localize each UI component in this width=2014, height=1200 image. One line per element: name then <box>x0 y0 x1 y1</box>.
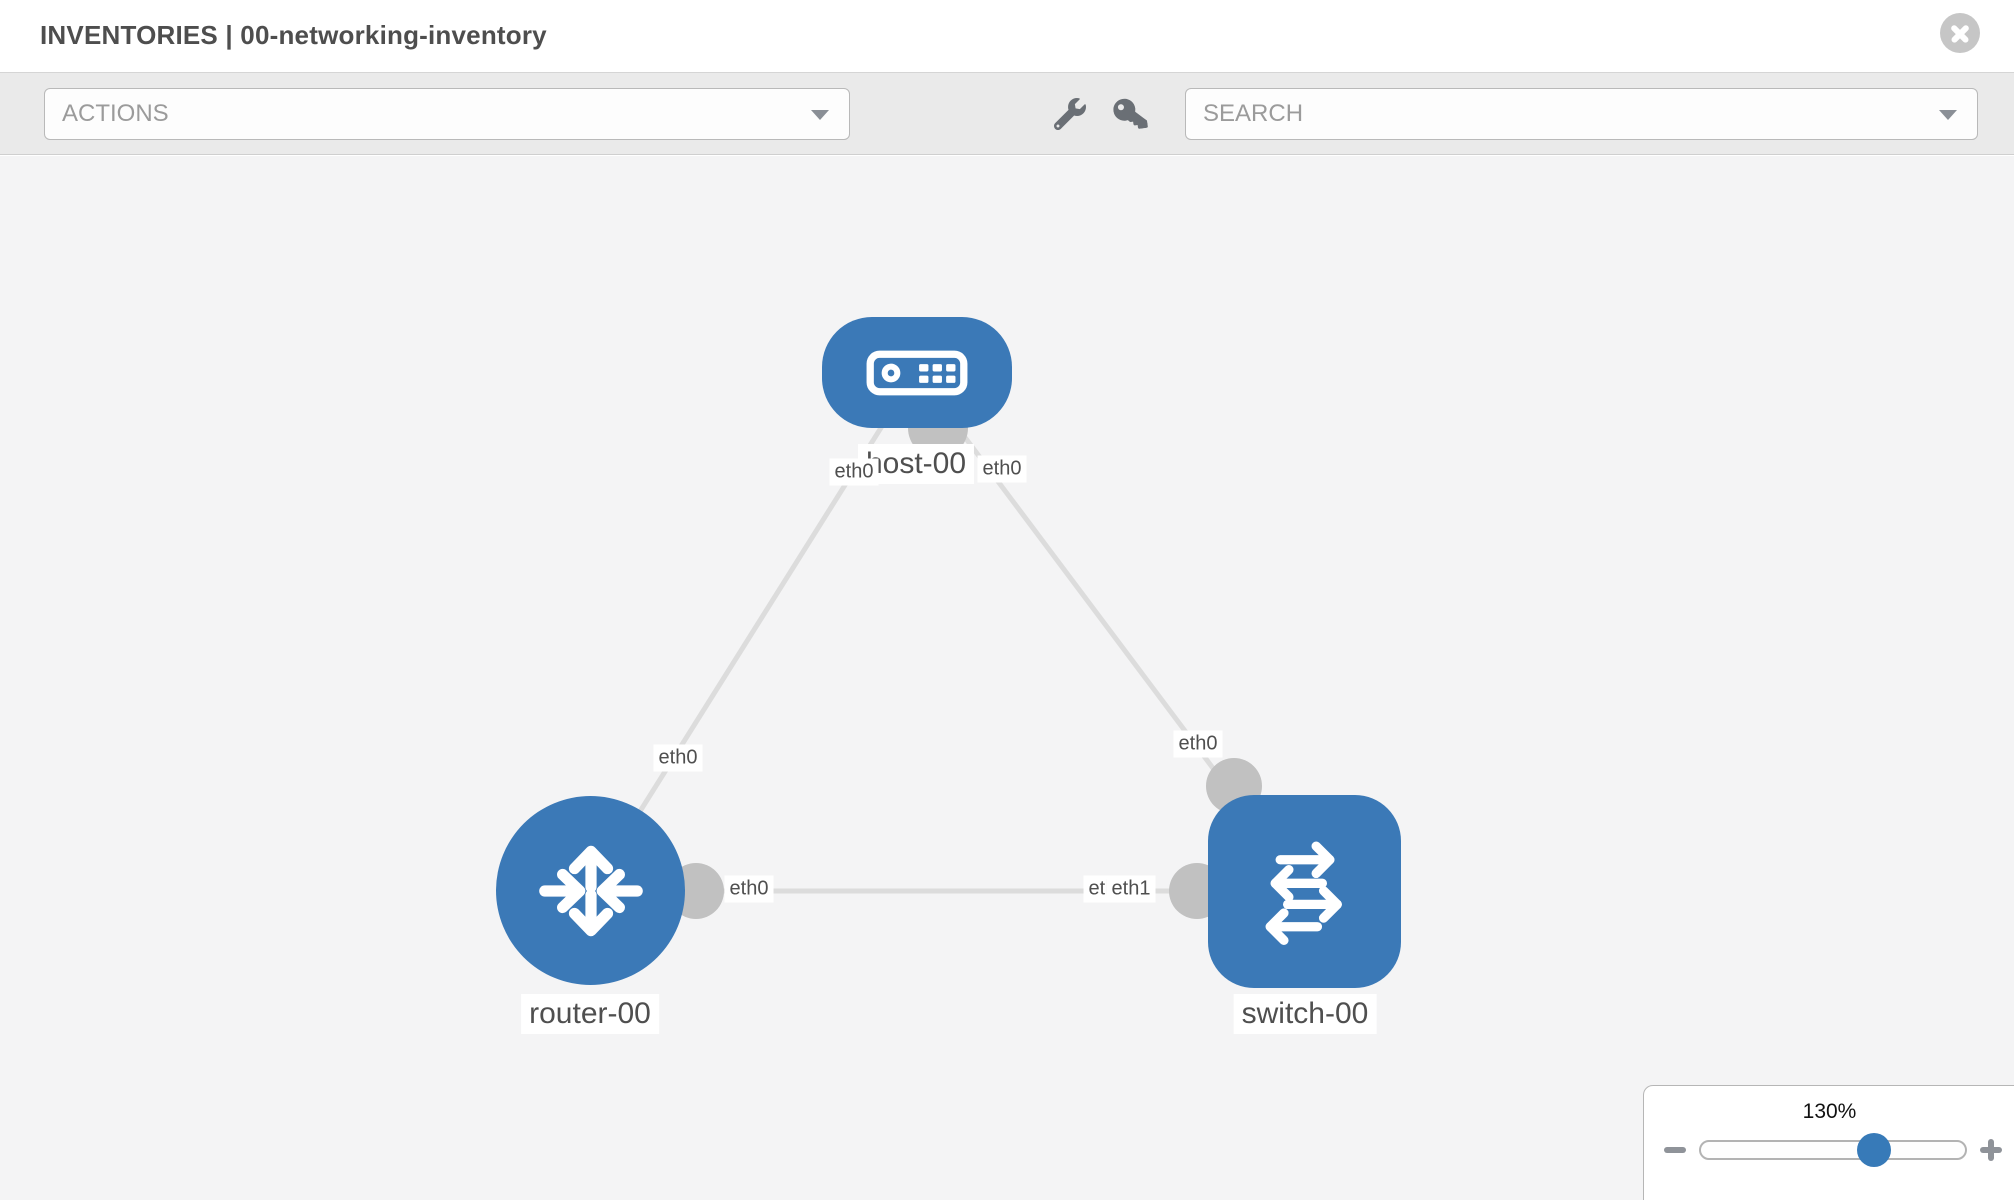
zoom-control-panel: 130% <box>1643 1085 2014 1200</box>
chevron-down-icon <box>1939 110 1957 120</box>
iface-label-host-eth0-right: eth0 <box>977 455 1027 483</box>
topology-canvas[interactable]: host-00 router-00 switch-00 eth0 eth0 et… <box>0 156 2014 1200</box>
node-label-router[interactable]: router-00 <box>521 994 659 1034</box>
node-label-switch[interactable]: switch-00 <box>1233 994 1377 1034</box>
actions-dropdown[interactable]: ACTIONS <box>44 88 850 140</box>
zoom-in-icon[interactable] <box>1980 1139 2002 1161</box>
iface-label-host-eth0-left: eth0 <box>829 458 879 486</box>
search-dropdown[interactable]: SEARCH <box>1185 88 1978 140</box>
iface-label-router-eth0: eth0 <box>724 875 774 903</box>
chevron-down-icon <box>811 110 829 120</box>
switch-icon <box>1265 840 1342 945</box>
iface-label-switch-eth0: eth0 <box>1173 730 1223 758</box>
header: INVENTORIES | 00-networking-inventory <box>0 0 2014 72</box>
iface-label-router-eth0-uplink: eth0 <box>653 744 703 772</box>
zoom-slider-thumb[interactable] <box>1857 1133 1891 1167</box>
link-lines <box>587 370 1308 894</box>
zoom-slider[interactable] <box>1699 1133 1967 1167</box>
toolbar: ACTIONS SEARCH <box>0 72 2014 155</box>
node-host-00[interactable] <box>822 317 1012 428</box>
host-icon <box>866 350 968 395</box>
wrench-icon[interactable] <box>1053 98 1086 131</box>
search-dropdown-label: SEARCH <box>1203 100 1304 127</box>
iface-label-switch-eth1: eth1 <box>1106 875 1156 903</box>
zoom-level-value: 130% <box>1802 1100 1857 1123</box>
node-switch-00[interactable] <box>1208 795 1401 988</box>
node-router-00[interactable] <box>496 796 685 985</box>
router-icon <box>538 845 643 936</box>
zoom-slider-row <box>1644 1130 2014 1170</box>
actions-dropdown-label: ACTIONS <box>62 100 169 127</box>
page-title: INVENTORIES | 00-networking-inventory <box>40 20 547 50</box>
close-icon[interactable] <box>1940 13 1980 53</box>
key-icon[interactable] <box>1113 98 1148 130</box>
zoom-out-icon[interactable] <box>1664 1147 1686 1153</box>
